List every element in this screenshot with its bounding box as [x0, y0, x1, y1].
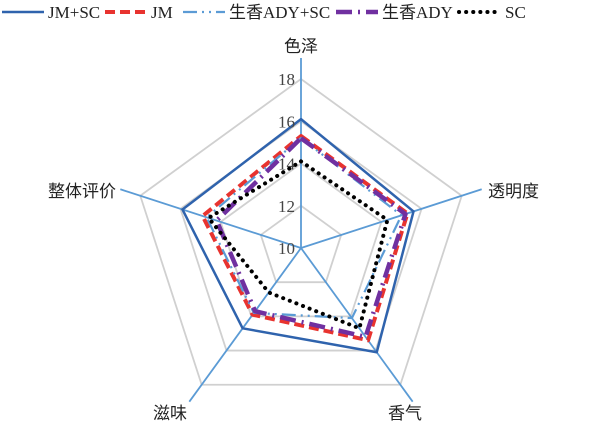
axis-line — [300, 188, 482, 249]
axis-line — [188, 247, 302, 403]
series-line-2 — [205, 137, 403, 320]
axis-label: 色泽 — [284, 37, 318, 56]
legend-label-2: 生香ADY+SC — [229, 3, 330, 22]
series-line-1 — [200, 134, 410, 343]
axis-label: 香气 — [388, 404, 422, 423]
legend-label-1: JM — [151, 3, 173, 22]
legend: JM+SC JM 生香ADY+SC 生香ADY SC — [2, 3, 526, 22]
grid-ring — [259, 204, 343, 284]
tick-label: 14 — [278, 155, 296, 174]
axis-label: 滋味 — [153, 404, 187, 423]
series-line-3 — [214, 135, 408, 340]
series — [181, 117, 415, 354]
axis-label: 整体评价 — [48, 182, 116, 201]
legend-label-0: JM+SC — [48, 3, 100, 22]
axis-label: 透明度 — [488, 182, 539, 201]
tick-label: 18 — [278, 70, 295, 89]
tick-label: 16 — [278, 112, 295, 131]
tick-label: 12 — [278, 197, 295, 216]
tick-label: 10 — [278, 239, 295, 258]
legend-label-3: 生香ADY — [382, 3, 453, 22]
axis-line — [300, 247, 414, 403]
tick-labels: 10 12 14 16 18 — [278, 70, 296, 258]
legend-label-4: SC — [505, 3, 526, 22]
series-line-0 — [181, 117, 415, 354]
series-line-4 — [206, 159, 390, 331]
grid-ring — [139, 77, 463, 386]
